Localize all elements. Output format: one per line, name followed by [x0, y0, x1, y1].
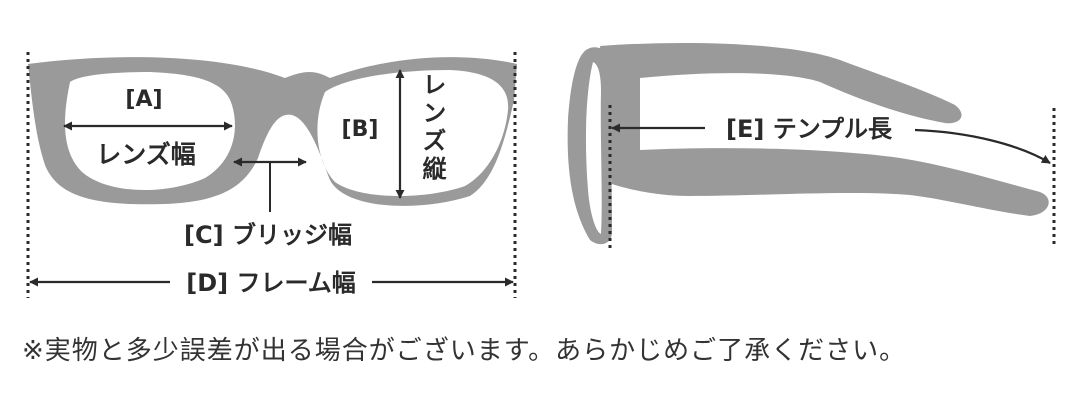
temple-arm — [600, 42, 1049, 217]
label-a: [A] — [125, 87, 162, 112]
lens-height-label: レンズ縦 — [418, 72, 446, 184]
lens-edge-highlight — [585, 62, 602, 234]
disclaimer-note: ※実物と多少誤差が出る場合がございます。あらかじめご了承ください。 — [22, 336, 907, 366]
lens-width-label: レンズ幅 — [96, 140, 196, 169]
side-frame — [567, 42, 1049, 245]
frame-shape — [28, 57, 517, 206]
bridge-width-label: [C] ブリッジ幅 — [184, 221, 352, 249]
frame-width-label: [D] フレーム幅 — [186, 269, 356, 297]
temple-length-label: [E] テンプル長 — [726, 115, 893, 143]
temple-length-arrow-right — [914, 128, 1051, 164]
label-b: [B] — [342, 117, 379, 142]
front-frame — [28, 57, 517, 206]
